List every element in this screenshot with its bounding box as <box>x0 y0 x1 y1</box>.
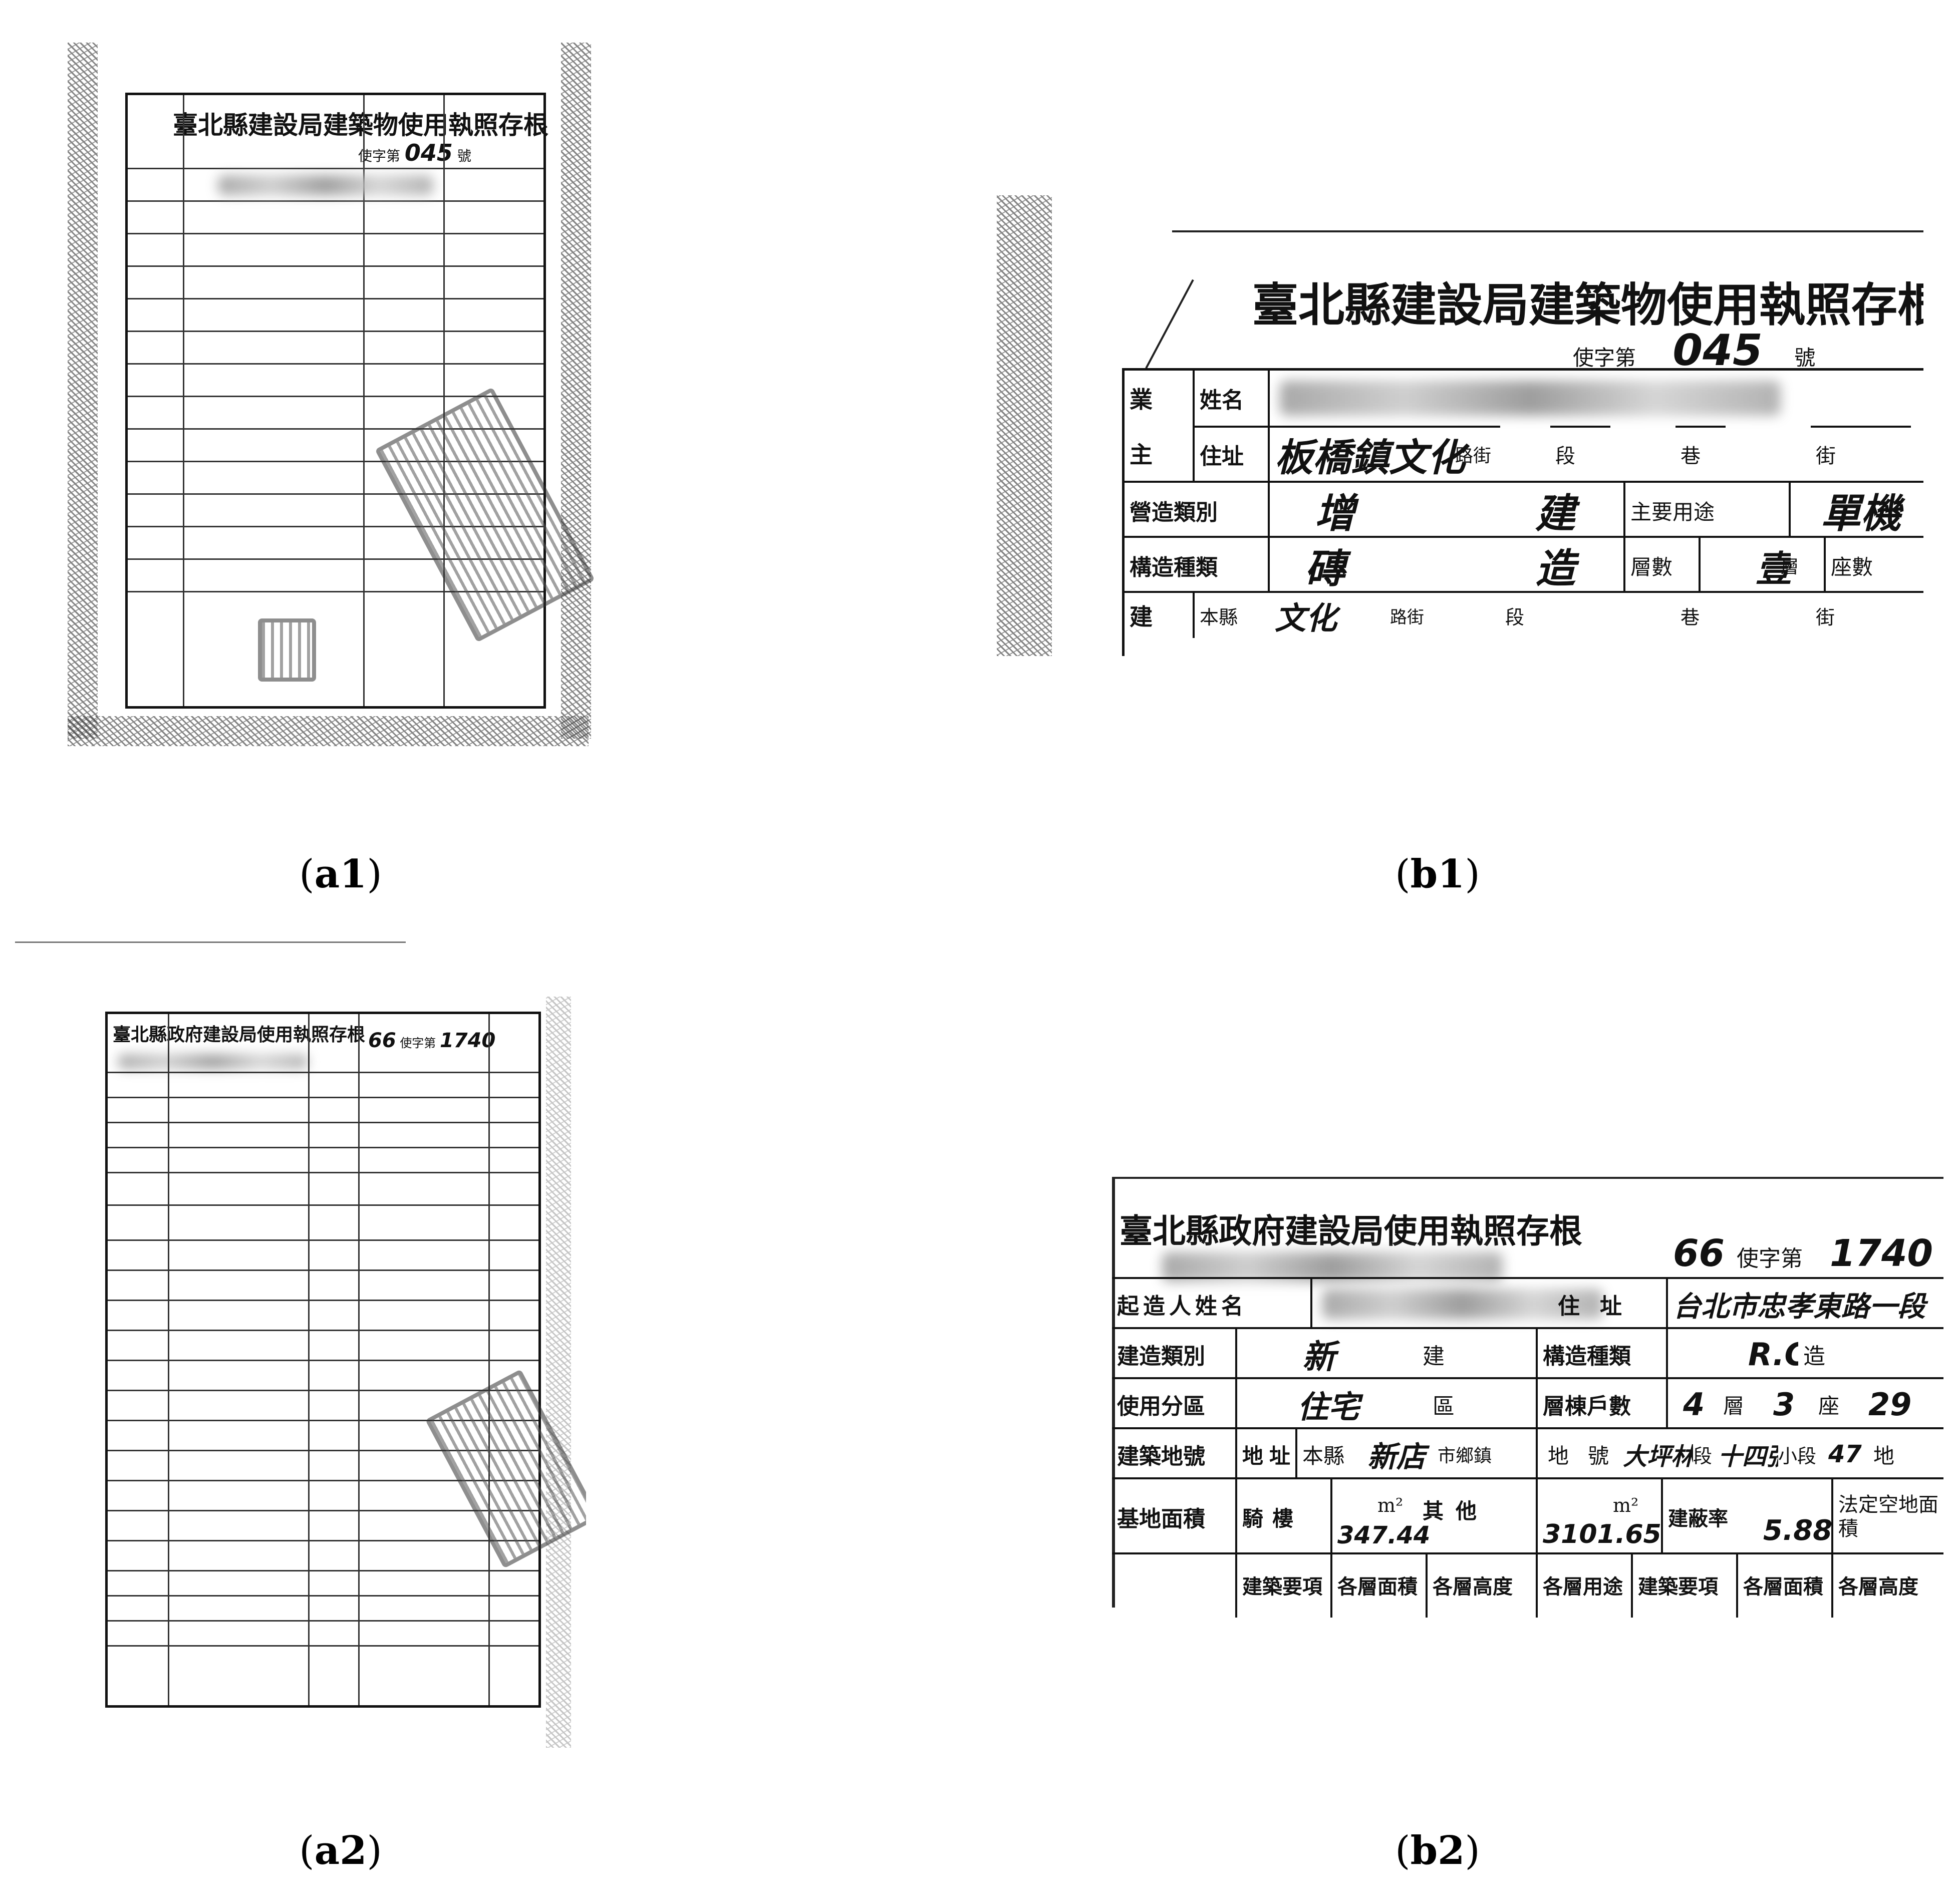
form-left-border <box>1112 1177 1115 1608</box>
caption-b1: (b1) <box>1395 851 1480 897</box>
form-table: 業 姓名 主 住址 板橋鎮文化 路街 段 巷 街 營造類別 增 建 主要用途 單… <box>1122 368 1923 656</box>
permit-form-thumbnail: 臺北縣政府建設局使用執照存根 66 使字第 1740 <box>105 1012 586 1708</box>
redacted-builder-name <box>1322 1289 1603 1319</box>
row-build-type: 營造類別 增 建 主要用途 單機 <box>1125 481 1923 538</box>
signature-stamp <box>258 618 316 682</box>
scan-noise-bottom <box>68 716 589 746</box>
permit-number: 使字第 045 號 <box>358 139 471 166</box>
row-zone: 使用分區 住宅 區 層棟戶數 4 層 3 座 29 <box>1112 1377 1943 1429</box>
redacted-name <box>218 175 433 195</box>
form-title: 臺北縣政府建設局使用執照存根 <box>113 1024 366 1045</box>
form-title: 臺北縣建設局建築物使用執照存根 <box>173 110 548 140</box>
form-top-border <box>1172 230 1923 232</box>
form-top-border <box>1112 1177 1943 1179</box>
redacted-builder <box>118 1054 308 1069</box>
row-builder: 起造人姓名 住址 台北市忠孝東路一段 <box>1112 1277 1943 1329</box>
permit-number: 使字第 045 號 <box>1573 326 1816 376</box>
panel-b1: 臺北縣建設局建築物使用執照存根 使字第 045 號 業 姓名 主 住址 板橋鎮文… <box>997 195 1923 656</box>
permit-number: 66 使字第 1740 <box>368 1029 496 1052</box>
row-floor-header: 建築要項 各層面積 各層高度 各層用途 建築要項 各層面積 各層高度 <box>1112 1552 1943 1618</box>
form-title: 臺北縣建設局建築物使用執照存根 <box>1252 278 1923 332</box>
scan-noise-left <box>68 43 98 739</box>
separator-line <box>15 941 406 943</box>
form-title: 臺北縣政府建設局使用執照存根 <box>1120 1211 1582 1250</box>
row-area: 基地面積 騎樓 m² 其他 347.44 m² 3101.65 建蔽率 5.88… <box>1112 1477 1943 1554</box>
caption-a1: (a1) <box>299 851 382 897</box>
scan-noise-right <box>546 997 571 1748</box>
row-site: 建 本縣 文化 路街 段 巷 街 <box>1125 591 1923 638</box>
permit-number: 66 使字第 1740 <box>1673 1232 1933 1275</box>
permit-form-thumbnail: 臺北縣建設局建築物使用執照存根 使字第 045 號 <box>125 93 595 709</box>
form-table: 起造人姓名 住址 台北市忠孝東路一段 建造類別 新 建 構造種類 R.C 造 使… <box>1112 1277 1943 1618</box>
panel-a1: 臺北縣建設局建築物使用執照存根 使字第 045 號 <box>60 35 601 756</box>
redacted-owner-name <box>1280 381 1781 416</box>
panel-a2: 臺北縣政府建設局使用執照存根 66 使字第 1740 <box>20 997 586 1768</box>
row-structure: 構造種類 磚 造 層數 壹 層 座數 <box>1125 536 1923 593</box>
row-build-type: 建造類別 新 建 構造種類 R.C 造 <box>1112 1327 1943 1379</box>
caption-b2: (b2) <box>1395 1828 1480 1873</box>
panel-b2: 臺北縣政府建設局使用執照存根 66 使字第 1740 起造人姓名 住址 台北市忠… <box>1112 1167 1943 1618</box>
form-slant-border <box>1145 279 1194 369</box>
scan-noise-right <box>561 43 591 739</box>
row-owner-name: 業 姓名 <box>1125 371 1923 426</box>
caption-a2: (a2) <box>299 1828 382 1873</box>
scan-noise-edge <box>997 195 1052 656</box>
row-lot: 建築地號 地址 本縣 新店 市鄉鎮 地 號 大坪林 段 十四張 小段 47 地 <box>1112 1427 1943 1479</box>
row-owner-address: 主 住址 板橋鎮文化 路街 段 巷 街 <box>1125 426 1923 481</box>
